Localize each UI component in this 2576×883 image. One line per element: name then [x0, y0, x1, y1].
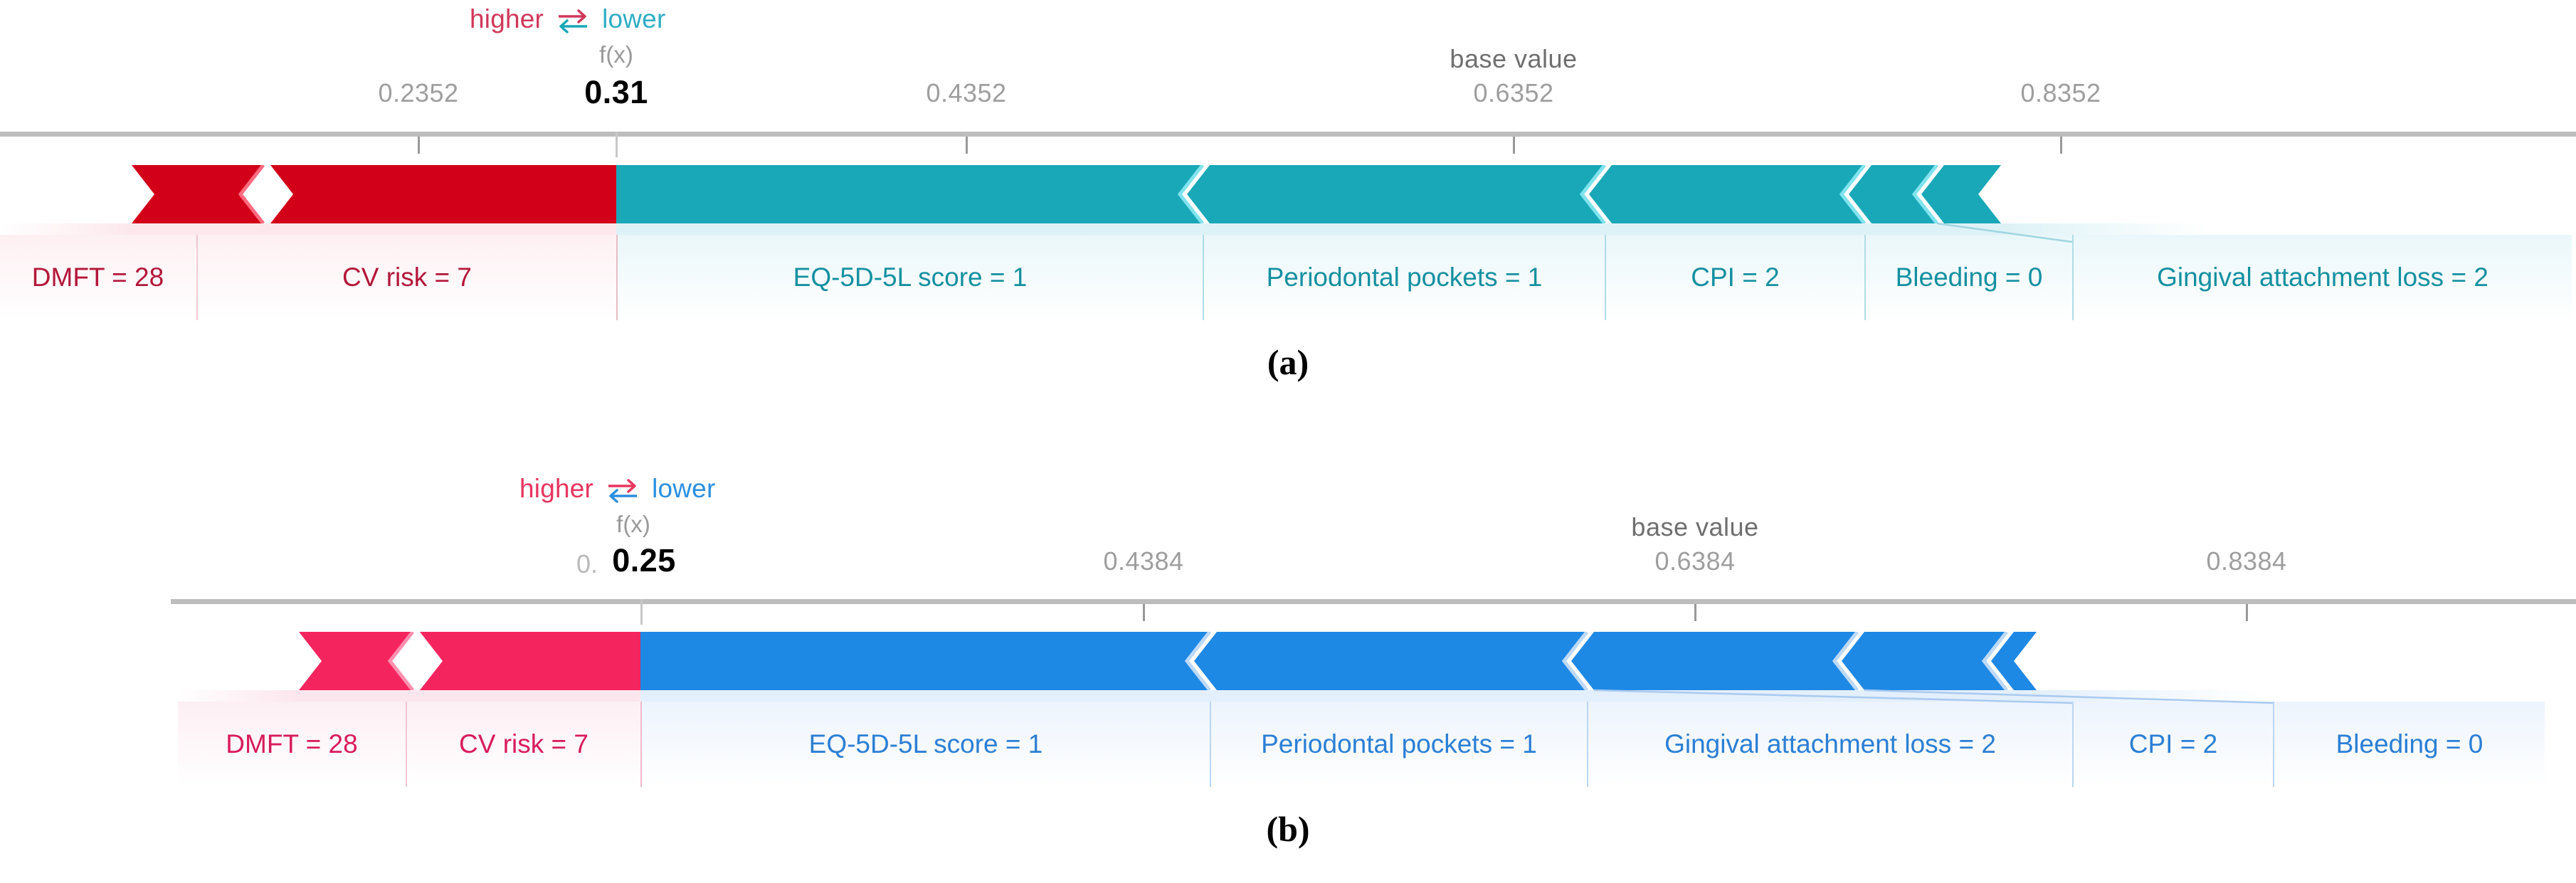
- segment-cpi-b: [1842, 632, 2007, 690]
- legend-higher-label-b: higher: [519, 474, 594, 503]
- axis-tick: [1694, 604, 1696, 621]
- feature-label-text: DMFT = 28: [31, 263, 164, 292]
- swap-arrows-icon: [556, 7, 589, 36]
- feature-label-text: CPI = 2: [1691, 263, 1780, 292]
- segment-gingival-a: [1921, 165, 2001, 223]
- fx-value-a: 0.31: [584, 74, 648, 110]
- feature-label-text: CPI = 2: [2128, 729, 2218, 758]
- fx-label-a: f(x): [599, 41, 633, 68]
- feature-label-periodontal-a: Periodontal pockets = 1: [1204, 235, 1605, 320]
- feature-label-cv-risk-b: CV risk = 7: [407, 702, 640, 787]
- feature-label-eq5d-a: EQ-5D-5L score = 1: [618, 235, 1203, 320]
- axis-tick-label: 0.8384: [2206, 546, 2287, 576]
- feature-label-dmft-a: DMFT = 28: [0, 235, 196, 320]
- label-divider: [1864, 235, 1866, 320]
- label-divider: [406, 702, 407, 787]
- segment-cv-risk-a: [270, 165, 616, 223]
- label-leaders-b: [1593, 689, 2274, 704]
- axis-tick-label: 0.2352: [378, 78, 459, 107]
- segment-dmft-b: [299, 632, 413, 690]
- caption-a: (a): [1267, 342, 1309, 382]
- feature-label-eq5d-b: EQ-5D-5L score = 1: [642, 702, 1210, 787]
- feature-label-gingival-a: Gingival attachment loss = 2: [2074, 235, 2572, 320]
- feature-label-text: CV risk = 7: [459, 729, 588, 758]
- label-divider: [2072, 702, 2074, 787]
- segment-cpi-a: [1589, 165, 1864, 223]
- force-bar-b: [0, 632, 2576, 697]
- feature-label-text: Bleeding = 0: [1895, 263, 2043, 292]
- segment-periodontal-b: [1194, 632, 1587, 690]
- axis-tick: [1513, 137, 1515, 154]
- segment-dmft-a: [132, 165, 263, 223]
- fx-value-prefix-b: 0.: [576, 549, 598, 578]
- axis-tick: [966, 137, 968, 154]
- feature-label-text: Bleeding = 0: [2335, 729, 2483, 758]
- feature-label-cv-risk-a: CV risk = 7: [198, 235, 616, 320]
- base-value-label-b: base value: [1631, 512, 1759, 541]
- legend-a: higher lower: [470, 4, 665, 34]
- axis-tick: [2060, 137, 2062, 154]
- force-bar-a: [0, 165, 2576, 231]
- label-divider: [2273, 702, 2274, 787]
- label-divider: [1210, 702, 1211, 787]
- axis-tick-label: 0.6352: [1473, 78, 1554, 107]
- segment-bleeding-b: [1991, 632, 2037, 690]
- feature-label-text: Periodontal pockets = 1: [1266, 263, 1543, 292]
- feature-label-gingival-b: Gingival attachment loss = 2: [1588, 702, 2072, 787]
- swap-arrows-icon: [606, 477, 639, 505]
- feature-label-text: Gingival attachment loss = 2: [2157, 263, 2488, 292]
- feature-label-text: Gingival attachment loss = 2: [1664, 729, 1996, 758]
- force-plot-a: higher lower f(x) 0.31 base value 0.2352…: [0, 0, 2576, 398]
- label-divider: [1203, 235, 1204, 320]
- feature-labels-b: DMFT = 28 CV risk = 7 EQ-5D-5L score = 1…: [0, 702, 2576, 787]
- label-leaders-a: [1936, 222, 2073, 243]
- segment-cv-risk-b: [420, 632, 640, 690]
- segment-gingival-b: [1571, 632, 1857, 690]
- legend-b: higher lower: [519, 474, 715, 504]
- label-divider: [196, 235, 198, 320]
- segment-eq5d-a: [616, 165, 1203, 223]
- fx-value-b: 0.25: [612, 542, 676, 578]
- feature-label-bleeding-b: Bleeding = 0: [2274, 702, 2545, 787]
- base-value-label-a: base value: [1450, 44, 1578, 73]
- feature-label-cpi-b: CPI = 2: [2074, 702, 2273, 787]
- feature-labels-a: DMFT = 28 CV risk = 7 EQ-5D-5L score = 1…: [0, 235, 2576, 320]
- label-divider: [1605, 235, 1606, 320]
- fx-marker-tick-b: [640, 599, 643, 625]
- feature-label-periodontal-b: Periodontal pockets = 1: [1211, 702, 1587, 787]
- feature-label-text: CV risk = 7: [342, 263, 472, 292]
- axis-tick: [418, 137, 420, 154]
- feature-label-text: EQ-5D-5L score = 1: [793, 263, 1028, 292]
- feature-label-cpi-a: CPI = 2: [1606, 235, 1864, 320]
- segment-bleeding-a: [1849, 165, 1937, 223]
- fx-label-b: f(x): [616, 511, 650, 537]
- caption-b: (b): [1266, 809, 1310, 849]
- legend-lower-label-b: lower: [652, 474, 716, 503]
- label-divider: [2072, 235, 2074, 320]
- legend-higher-label-a: higher: [470, 4, 544, 33]
- fx-marker-tick-a: [616, 132, 618, 157]
- feature-label-bleeding-a: Bleeding = 0: [1866, 235, 2072, 320]
- axis-tick-label: 0.4384: [1103, 546, 1184, 576]
- segment-eq5d-b: [640, 632, 1210, 690]
- label-divider: [1587, 702, 1588, 787]
- axis-line-a: [0, 132, 2576, 137]
- feature-label-text: Periodontal pockets = 1: [1261, 729, 1537, 758]
- force-plot-b: higher lower f(x) 0. 0.25 base value 0.4…: [0, 441, 2576, 849]
- label-divider: [640, 702, 642, 787]
- axis-tick-label: 0.6384: [1654, 546, 1736, 576]
- segment-periodontal-a: [1187, 165, 1605, 223]
- feature-label-text: DMFT = 28: [226, 729, 358, 758]
- label-divider: [616, 235, 618, 320]
- axis-tick-label: 0.4352: [926, 78, 1007, 107]
- feature-label-text: EQ-5D-5L score = 1: [808, 729, 1043, 758]
- feature-label-dmft-b: DMFT = 28: [178, 702, 406, 787]
- axis-tick: [1143, 604, 1145, 621]
- axis-line-b: [171, 599, 2576, 604]
- axis-tick: [2246, 604, 2248, 621]
- legend-lower-label-a: lower: [602, 4, 666, 33]
- axis-tick-label: 0.8352: [2020, 78, 2101, 107]
